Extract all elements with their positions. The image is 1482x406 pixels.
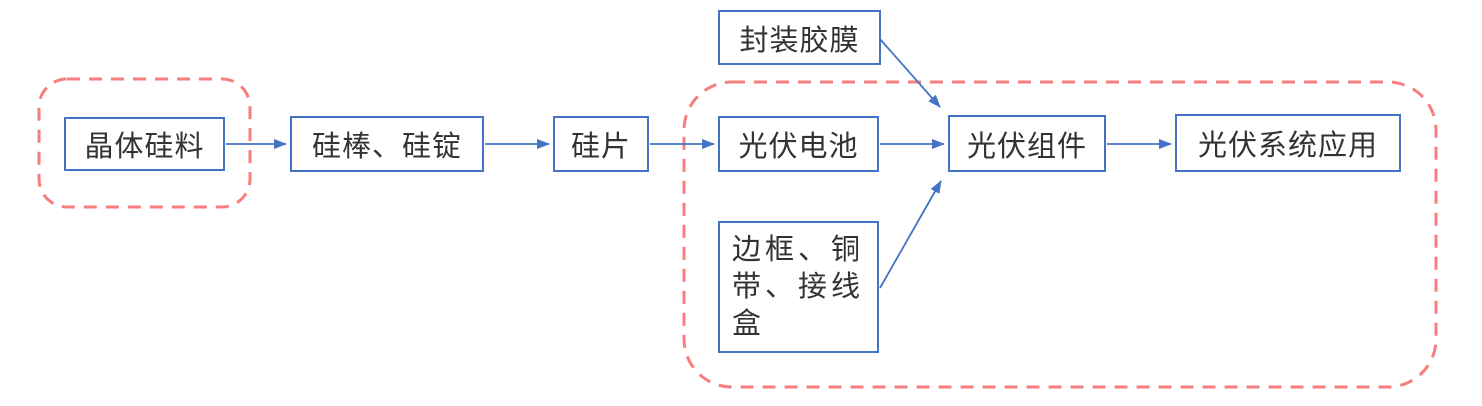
node-pv-module-label: 光伏组件: [966, 128, 1087, 163]
node-pv-system-application-label: 光伏系统应用: [1197, 128, 1378, 162]
node-pv-module: 光伏组件: [948, 115, 1106, 172]
node-silicon-wafer: 硅片: [553, 116, 649, 172]
node-pv-cell-label: 光伏电池: [738, 129, 859, 163]
arrow-frame-to-module: [879, 180, 942, 289]
node-pv-cell: 光伏电池: [718, 116, 879, 172]
node-encapsulant-film-label: 封装胶膜: [739, 22, 860, 57]
node-crystal-silicon-label: 晶体硅料: [84, 129, 205, 163]
group-outline-upstream: [37, 77, 252, 209]
node-crystal-silicon: 晶体硅料: [64, 117, 225, 171]
node-encapsulant-film: 封装胶膜: [718, 10, 881, 65]
node-silicon-wafer-label: 硅片: [570, 129, 631, 163]
node-frame-ribbon-junction-box: 边框、铜 带、接线 盒: [718, 221, 879, 353]
node-silicon-rod-ingot-label: 硅棒、硅锭: [311, 129, 462, 163]
group-outline-downstream: [682, 80, 1438, 389]
node-frame-ribbon-junction-box-label: 边框、铜 带、接线 盒: [732, 232, 865, 340]
node-pv-system-application: 光伏系统应用: [1175, 114, 1401, 172]
arrow-film-to-module: [879, 38, 941, 108]
node-silicon-rod-ingot: 硅棒、硅锭: [290, 116, 484, 172]
